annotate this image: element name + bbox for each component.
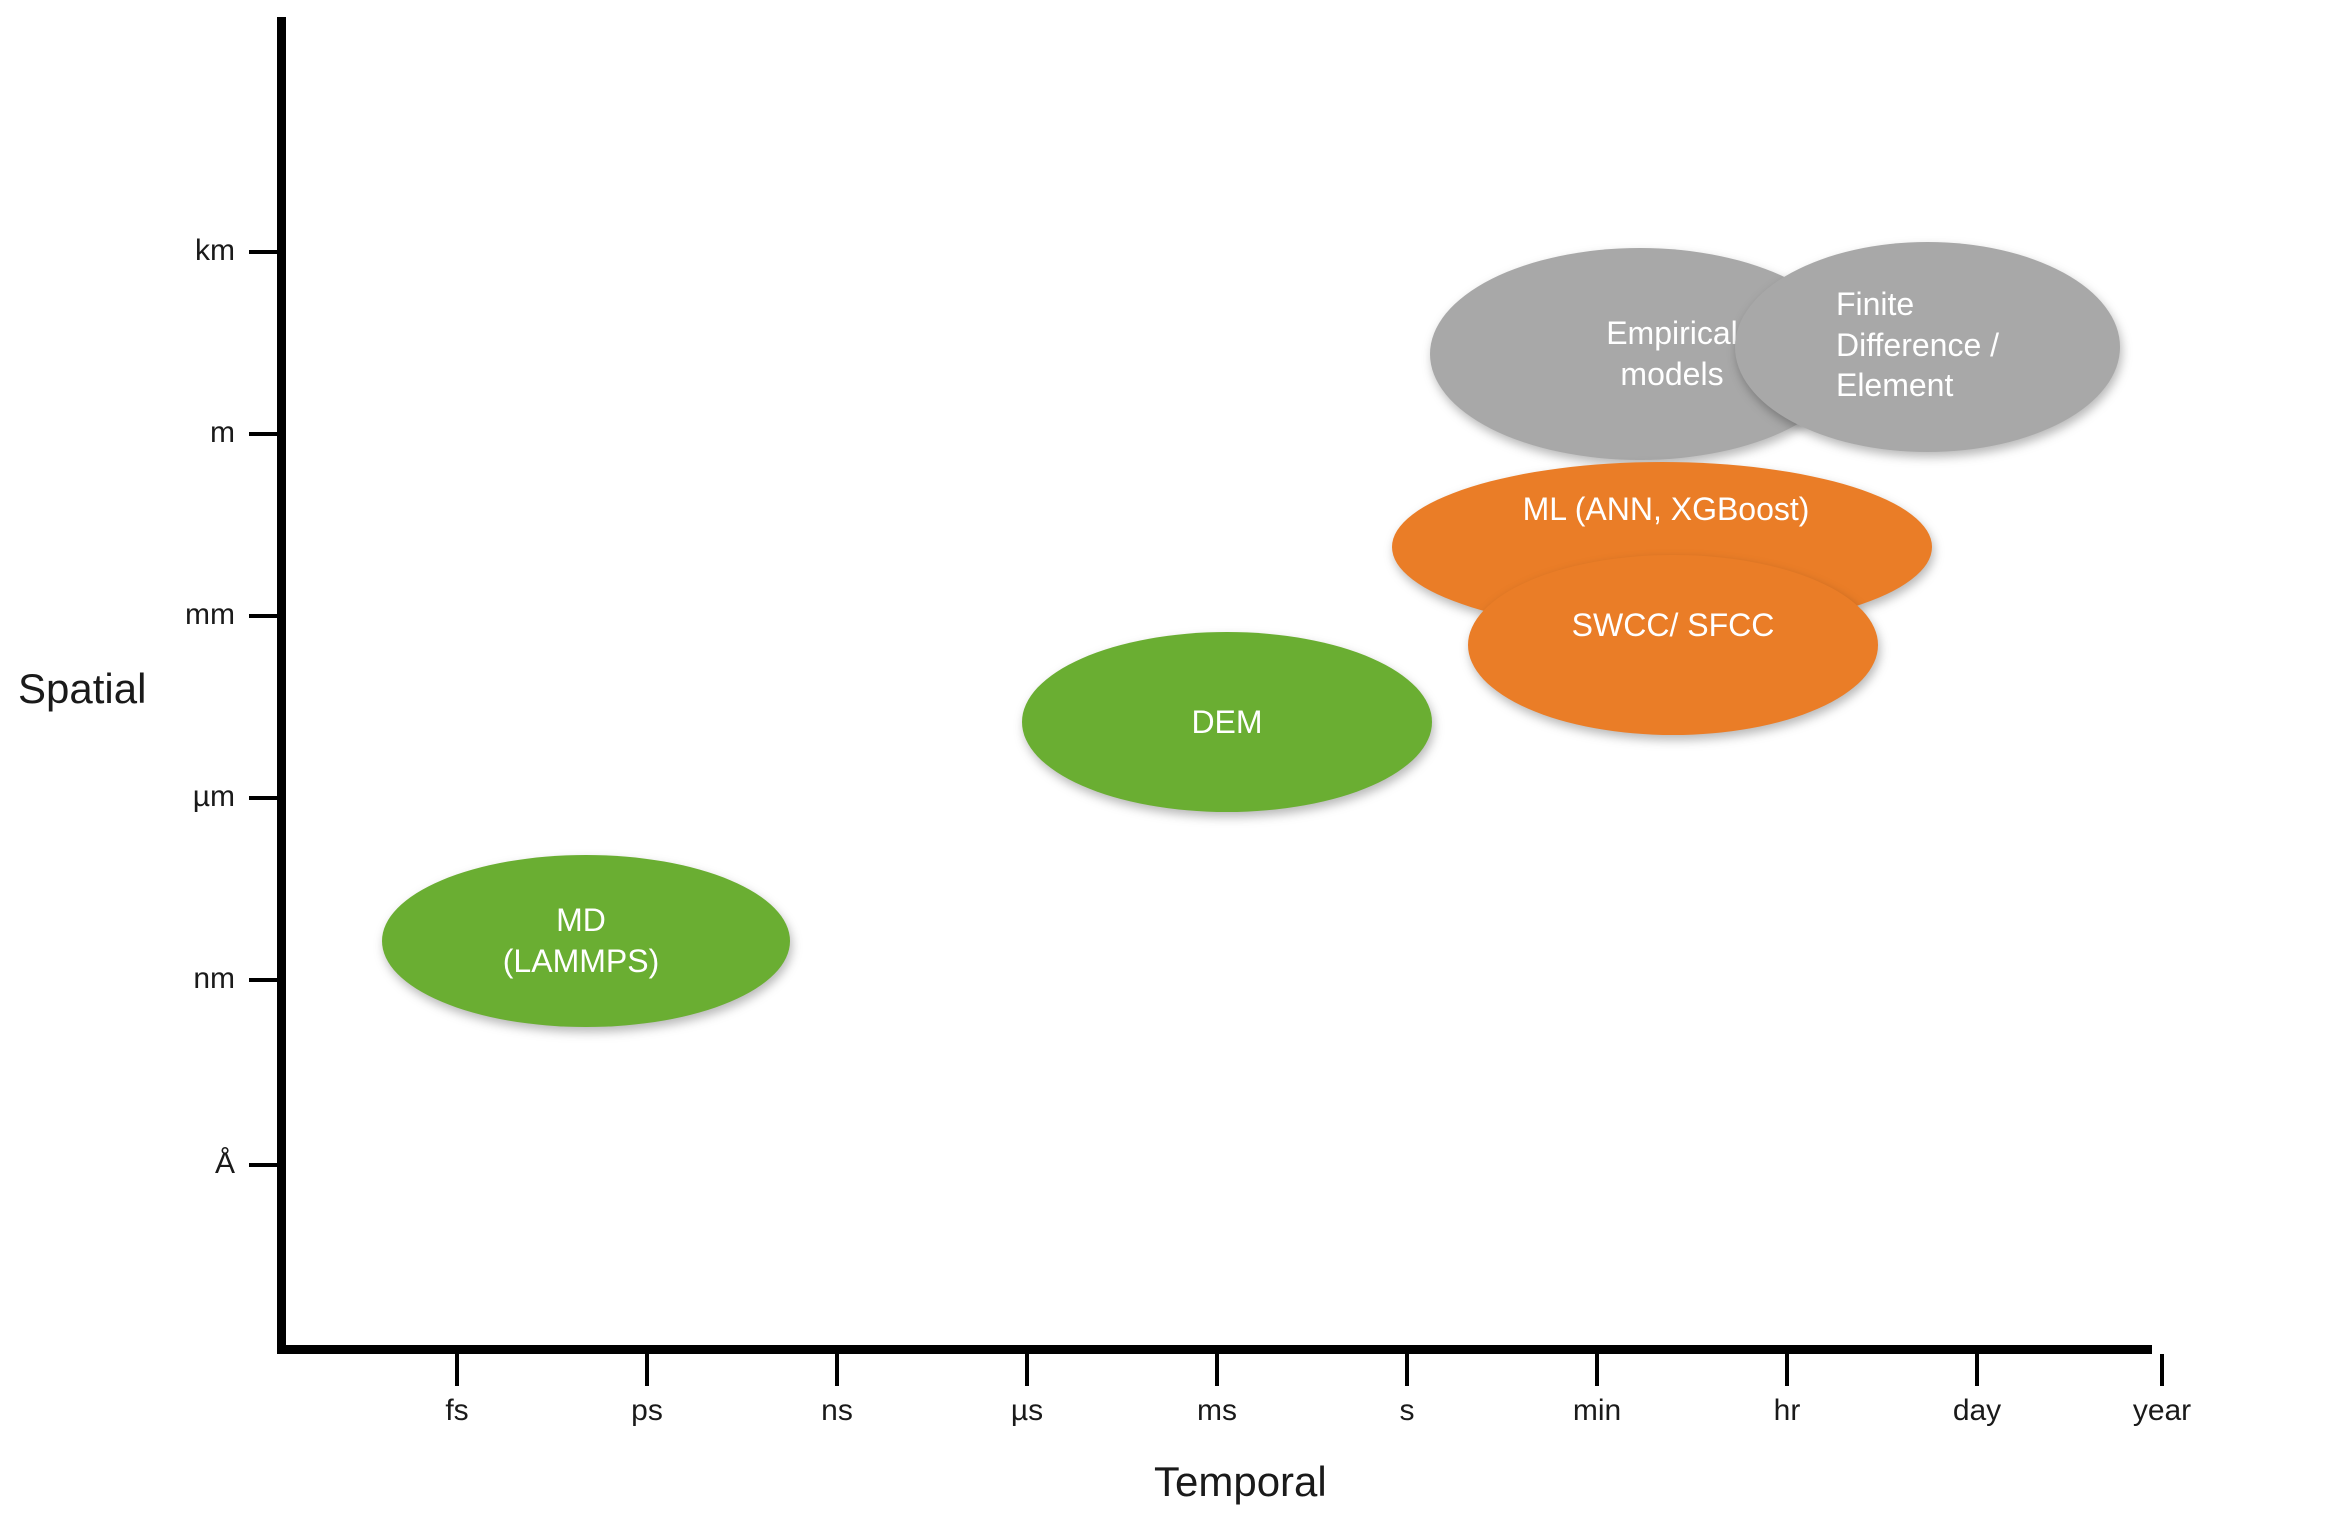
x-tick-label-s: s [1399, 1394, 1415, 1427]
bubble-finite-difference-element[interactable]: Finite Difference / Element [1735, 242, 2120, 452]
x-tick-year [2160, 1354, 2164, 1386]
bubble-label-md-lammps: MD (LAMMPS) [502, 902, 660, 979]
x-tick-label-hr: hr [1773, 1394, 1801, 1427]
y-tick-nm [249, 978, 279, 982]
x-tick-label-us: µs [1010, 1394, 1044, 1427]
y-tick-mm [249, 614, 279, 618]
y-tick-m [249, 432, 279, 436]
bubble-label-ml-ann-xgboost: ML (ANN, XGBoost) [1522, 490, 1810, 527]
bubble-label-finite-difference-element: Finite Difference / Element [1835, 285, 2000, 404]
y-tick-label-angstrom: Å [214, 1147, 235, 1180]
y-tick-label-nm: nm [193, 962, 235, 995]
y-tick-label-m: m [210, 416, 235, 449]
y-tick-km [249, 250, 279, 254]
bubble-label-dem: DEM [1191, 703, 1263, 740]
x-tick-s [1405, 1354, 1409, 1386]
x-tick-us [1025, 1354, 1029, 1386]
y-axis-line [277, 17, 286, 1354]
x-tick-label-ns: ns [821, 1394, 853, 1427]
x-tick-label-ms: ms [1197, 1394, 1237, 1427]
x-axis-title: Temporal [1154, 1458, 1327, 1505]
x-tick-day [1975, 1354, 1979, 1386]
y-tick-label-um: µm [192, 780, 235, 813]
x-tick-min [1595, 1354, 1599, 1386]
x-tick-label-year: year [2132, 1394, 2192, 1427]
x-tick-label-day: day [1952, 1394, 2002, 1427]
bubble-md-lammps[interactable]: MD (LAMMPS) [382, 855, 790, 1027]
y-tick-um [249, 796, 279, 800]
bubble-label-empirical-models: Empirical models [1606, 315, 1738, 392]
x-axis-line [277, 1345, 2152, 1354]
x-tick-fs [455, 1354, 459, 1386]
bubble-label-swcc-sfcc: SWCC/ SFCC [1571, 606, 1775, 643]
bubble-dem[interactable]: DEM [1022, 632, 1432, 812]
y-tick-label-mm: mm [185, 598, 235, 631]
x-tick-label-min: min [1572, 1394, 1622, 1427]
x-tick-label-fs: fs [445, 1394, 469, 1427]
x-tick-ps [645, 1354, 649, 1386]
x-tick-label-ps: ps [631, 1394, 663, 1427]
x-tick-ms [1215, 1354, 1219, 1386]
x-tick-ns [835, 1354, 839, 1386]
bubble-swcc-sfcc[interactable]: SWCC/ SFCC [1468, 555, 1878, 735]
y-axis-title: Spatial [18, 665, 147, 712]
y-tick-angstrom [249, 1163, 279, 1167]
y-tick-label-km: km [195, 234, 235, 267]
x-tick-hr [1785, 1354, 1789, 1386]
